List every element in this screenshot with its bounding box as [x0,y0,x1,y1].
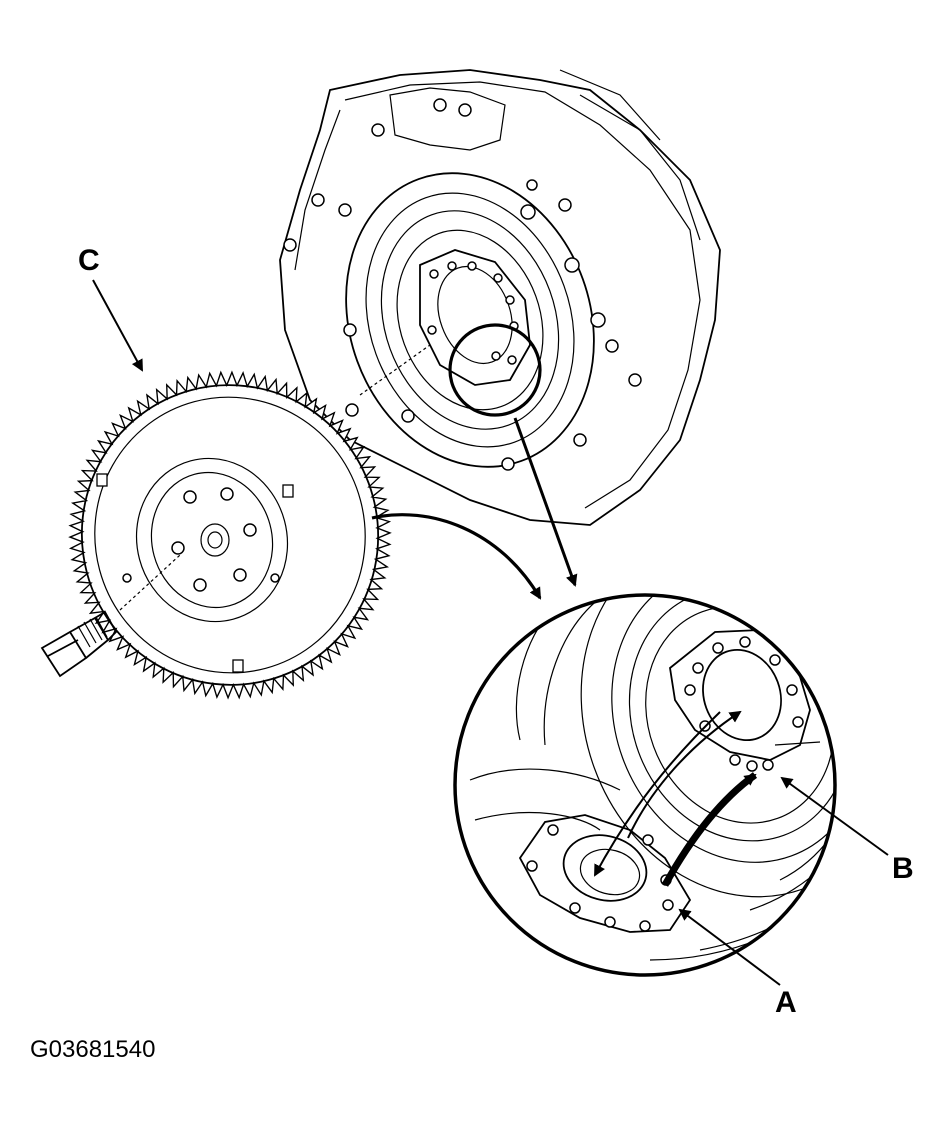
flywheel [68,370,392,700]
callout-c: C [78,244,143,372]
detail-view [453,593,837,977]
figure-id: G03681540 [30,1036,155,1063]
svg-text:C: C [78,244,100,277]
svg-text:A: A [775,986,797,1019]
flywheel-bolt [40,610,118,678]
ring-gear-teeth [68,370,392,700]
engine-block [279,69,721,526]
callout-b: B [780,776,914,885]
flywheel-install-arrow [371,513,542,600]
svg-text:B: B [892,852,914,885]
flywheel-ring-gear [68,370,392,700]
callout-a: A [678,908,797,1019]
detail-magnifier-circle [448,323,542,417]
detail-pointer-arrow [513,417,578,587]
